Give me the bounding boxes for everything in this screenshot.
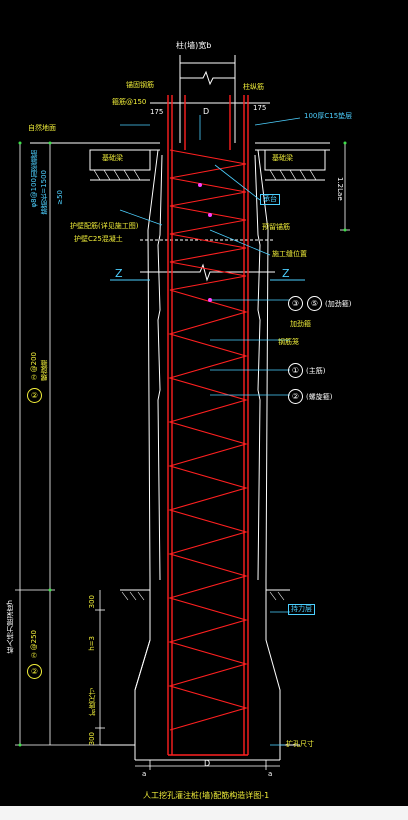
ground-label: 自然地面 (28, 124, 56, 132)
spiral-stirrup (168, 149, 248, 731)
pile-wall-left (134, 149, 159, 760)
left-circle-bottom: ② (27, 664, 42, 679)
dim-depth-label: 1.2Lae (336, 177, 344, 201)
bearing-tag: 持力层 (288, 604, 315, 615)
spiral-200-label: ②@200 (30, 352, 38, 381)
cast-in-label: 预留锚筋 (262, 223, 290, 231)
dim-a-left: a (142, 770, 147, 778)
circle-note-1: (主筋) (306, 367, 326, 375)
joint-label: 施工缝位置 (272, 250, 307, 258)
bell-side-label: 扩底尺寸 (88, 688, 96, 716)
column-width-label: 柱(墙)宽b (176, 41, 212, 50)
circle-5: ⑤ (307, 296, 322, 311)
section-mark-right: Z (282, 267, 290, 280)
note-anchor: 锚固钢筋 (126, 81, 154, 89)
note-col-rebar: 柱纵筋 (243, 83, 264, 91)
cap-beam-left (89, 149, 151, 171)
bell-300-label: 300 (88, 595, 96, 609)
cap-beam-label-right: 基础梁 (272, 154, 293, 162)
dim-a-right: a (268, 770, 273, 778)
dim-D-top: D (203, 107, 210, 116)
steel-note-label: 钢筋笼 (278, 338, 299, 346)
circle-1: ① (288, 363, 303, 378)
bell-bottom-label: 300 (88, 732, 96, 746)
wall-ring-label: 护壁配筋(详见施工图) (70, 222, 139, 230)
circle-note-35: (加劲箍) (325, 300, 352, 308)
dim-175-left: 175 (150, 108, 164, 116)
pile-length-label: 桩入持力层深度h (6, 600, 14, 654)
cap-beam-label-left: 基础梁 (102, 154, 123, 162)
dim-D-bottom: D (204, 759, 211, 768)
section-mark-left: Z (115, 267, 123, 280)
note-anchor2: 箍筋@150 (112, 98, 147, 106)
cover-label: 100厚C15垫层 (304, 112, 353, 120)
left-circle-top: ② (27, 388, 42, 403)
drawing-title: 人工挖孔灌注桩(墙)配筋构造详图-1 (143, 791, 270, 800)
circle-3: ③ (288, 296, 303, 311)
circle-note-2: (螺旋箍) (306, 393, 333, 401)
cap-tag: 承台 (260, 194, 280, 205)
spiral-note-label: 螺旋箍 (40, 360, 48, 381)
mid-text-label: 护壁C25混凝土 (74, 235, 123, 243)
bottom-strip (0, 806, 408, 820)
bell-h-label: h=3 (88, 636, 96, 651)
circle-2: ② (288, 389, 303, 404)
shaft-break (140, 263, 275, 282)
spiral-zigzag (168, 149, 248, 731)
dim-175-right: 175 (253, 104, 267, 112)
rebar-length-label: 箍筋长=1500 (40, 170, 48, 215)
spiral-250-label: ②@250 (30, 630, 38, 659)
ring-label: ≥50 (56, 190, 64, 205)
rebar-cage (167, 95, 249, 756)
pile-wall-right (257, 149, 281, 760)
hole-size-label: 扩孔尺寸 (286, 740, 314, 748)
ring-rebar-label: 加劲箍 (290, 320, 311, 328)
cap-beam-right (264, 149, 326, 171)
stirrup-label: φ8@100加密箍筋 (30, 150, 38, 208)
